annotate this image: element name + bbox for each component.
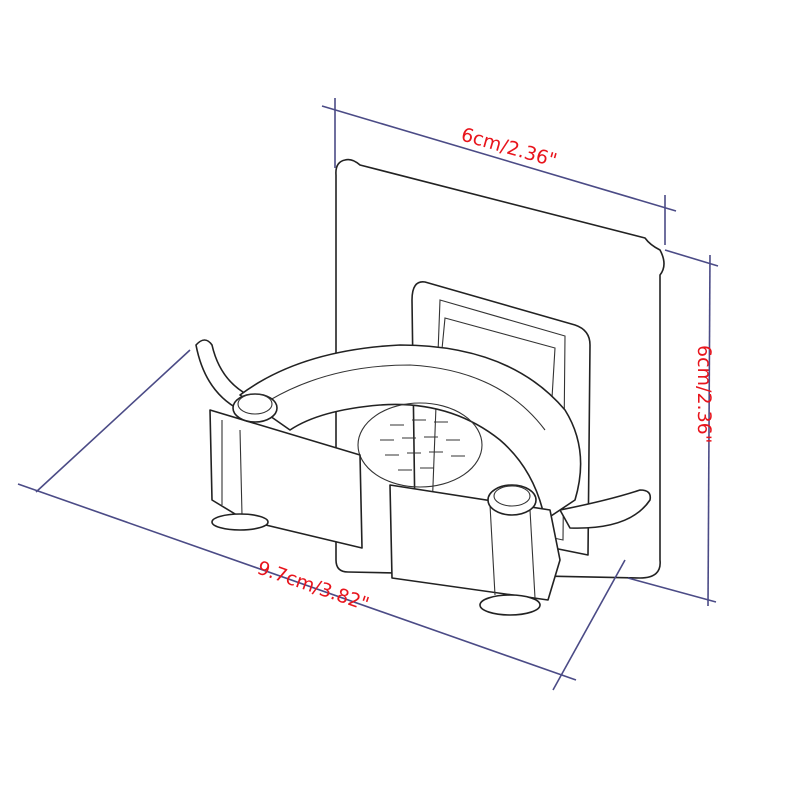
dimension-right: [627, 249, 719, 607]
arc-body: [239, 344, 582, 521]
left-clamp: [209, 409, 363, 549]
left-hook: [195, 339, 249, 411]
right-knob: [487, 484, 537, 516]
label-height: 6cm/2.36": [693, 345, 715, 444]
perforations: [380, 419, 465, 471]
dimension-top: [321, 98, 677, 245]
label-top-width: 6cm/2.36": [459, 124, 560, 172]
right-hook: [559, 489, 652, 529]
dimension-bottom: [17, 349, 626, 691]
